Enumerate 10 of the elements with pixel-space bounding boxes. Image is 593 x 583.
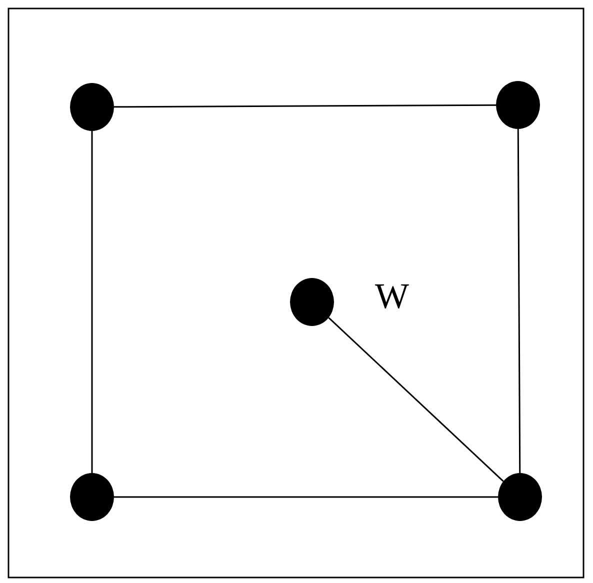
vertex-dot xyxy=(498,473,542,521)
edge-line xyxy=(328,317,504,482)
vertex-label: W xyxy=(375,278,409,314)
vertex-dot xyxy=(290,278,334,326)
edge-line xyxy=(91,131,93,473)
edge-line xyxy=(517,129,521,473)
vertex-dot xyxy=(496,81,540,129)
vertex-dot xyxy=(70,83,114,131)
edge-line xyxy=(114,104,496,108)
vertex-dot xyxy=(70,473,114,521)
